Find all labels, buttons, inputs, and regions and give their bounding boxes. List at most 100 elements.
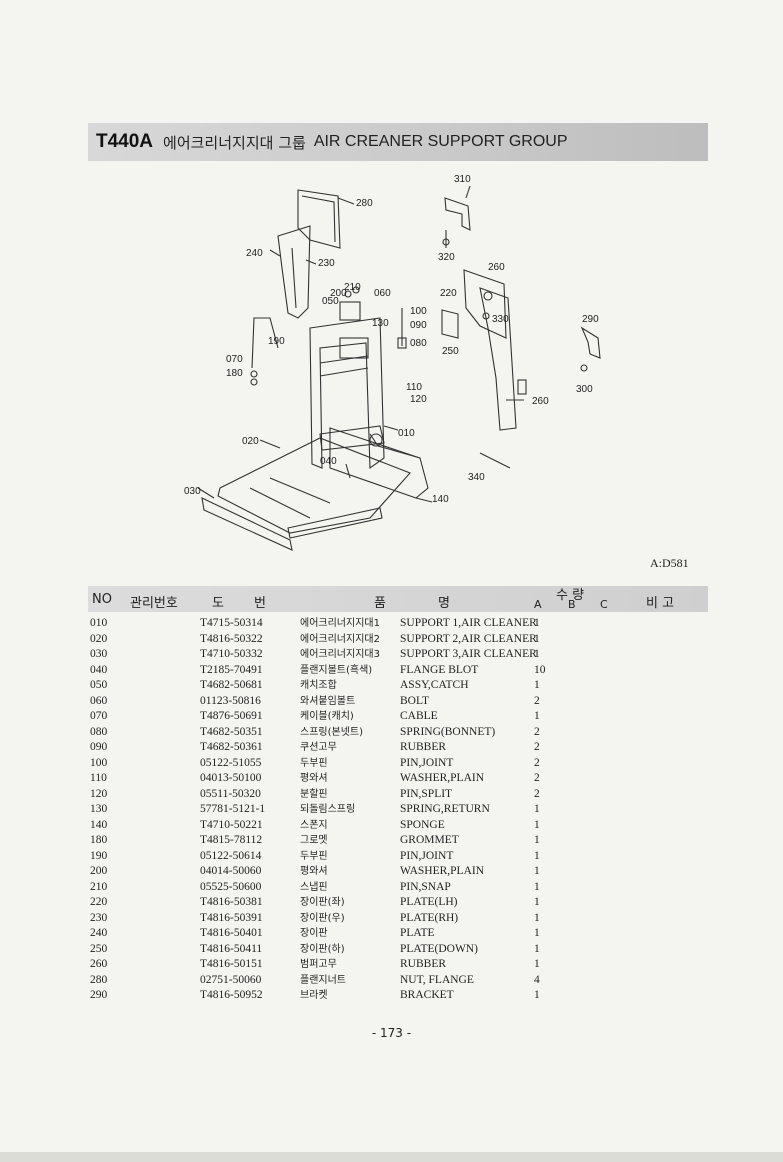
row-qty-a: 2: [534, 756, 540, 769]
row-part-number: T4816-50401: [200, 927, 263, 939]
callout-220: 220: [440, 288, 457, 299]
row-name-korean: 에어크리너지지대2: [300, 633, 380, 645]
row-no: 260: [90, 958, 108, 970]
row-no: 190: [90, 849, 108, 862]
row-part-number: T4816-50411: [200, 942, 263, 955]
row-part-number: T4682-50361: [200, 741, 263, 753]
row-qty-a: 1: [534, 803, 540, 815]
row-part-number: 04014-50060: [200, 865, 262, 877]
row-name-korean: 에어크리너지지대1: [300, 618, 380, 629]
row-part-number: 05122-51055: [200, 756, 262, 769]
row-name-english: FLANGE BLOT: [400, 663, 479, 676]
row-name-korean: 그로멧: [300, 835, 328, 846]
row-name-korean: 케이블(캐치): [300, 711, 354, 722]
row-no: 280: [90, 973, 108, 986]
row-qty-a: 1: [534, 849, 540, 862]
row-name-korean: 평와셔: [300, 866, 328, 877]
col-control-number: 관리번호: [130, 596, 178, 611]
row-qty-a: 2: [534, 741, 540, 753]
row-qty-a: 10: [534, 663, 546, 676]
row-qty-a: 1: [534, 865, 540, 877]
group-code: T440A: [96, 131, 154, 152]
row-name-english: RUBBER: [400, 741, 447, 753]
row-name-english: PLATE(DOWN): [400, 942, 478, 955]
row-part-number: 01123-50816: [200, 694, 261, 707]
col-name-2: 명: [438, 596, 450, 611]
row-qty-a: 1: [534, 632, 540, 645]
row-qty-a: 2: [534, 694, 540, 707]
row-name-korean: 에어크리너지지대3: [300, 649, 380, 660]
row-qty-a: 1: [534, 958, 540, 970]
row-no: 040: [90, 663, 108, 676]
row-qty-a: 1: [534, 818, 540, 831]
row-part-number: T4876-50691: [200, 710, 263, 722]
callout-320: 320: [438, 252, 455, 263]
col-name-1: 품: [374, 596, 386, 611]
row-qty-a: 2: [534, 725, 540, 738]
row-name-english: SPRING,RETURN: [400, 803, 490, 815]
row-name-korean: 두부핀: [300, 757, 328, 769]
row-no: 020: [90, 632, 108, 645]
row-name-english: PIN,SNAP: [400, 880, 451, 893]
row-name-english: NUT, FLANGE: [400, 973, 474, 986]
row-part-number: T4816-50151: [200, 958, 263, 970]
row-name-english: CABLE: [400, 710, 438, 722]
row-name-english: PLATE(RH): [400, 911, 459, 924]
row-qty-a: 2: [534, 787, 540, 800]
callout-210: 210: [344, 282, 361, 293]
callout-300: 300: [576, 384, 593, 395]
row-name-korean: 장이판: [300, 928, 328, 939]
row-part-number: T4682-50351: [200, 725, 263, 738]
callout-090: 090: [410, 320, 427, 331]
row-part-number: 05122-50614: [200, 849, 262, 862]
row-no: 220: [90, 896, 108, 908]
row-qty-a: 1: [534, 911, 540, 924]
row-name-korean: 스폰지: [300, 819, 328, 831]
row-qty-a: 1: [534, 617, 540, 629]
row-name-english: BRACKET: [400, 989, 454, 1001]
row-no: 080: [90, 725, 108, 738]
col-part-number-2: 번: [254, 596, 266, 611]
callout-200: 200: [330, 288, 347, 299]
row-no: 120: [90, 787, 108, 800]
row-qty-a: 1: [534, 648, 540, 660]
row-name-english: SUPPORT 1,AIR CLEANER: [400, 617, 537, 629]
row-name-english: PIN,JOINT: [400, 849, 454, 862]
row-name-korean: 캐치조합: [300, 680, 337, 691]
callout-080: 080: [410, 338, 427, 349]
col-remark: 비 고: [646, 596, 675, 611]
row-qty-a: 1: [534, 880, 540, 893]
row-part-number: T4710-50221: [200, 818, 263, 831]
row-name-korean: 와셔붙임볼트: [300, 695, 356, 707]
row-no: 060: [90, 694, 108, 707]
row-name-korean: 플랜지볼트(흑색): [300, 664, 373, 676]
row-name-korean: 두부핀: [300, 850, 328, 862]
row-qty-a: 1: [534, 989, 540, 1001]
row-name-english: PIN,SPLIT: [400, 787, 453, 800]
callout-260: 260: [532, 396, 549, 407]
row-qty-a: 1: [534, 927, 540, 939]
callout-240: 240: [246, 248, 263, 259]
parts-table-header: NO 관리번호 도 번 품 명 수 량 A B C 비 고: [88, 586, 708, 612]
group-title-bar: T440A 에어크리너지지대 그룹 AIR CREANER SUPPORT GR…: [88, 123, 708, 161]
row-qty-a: 1: [534, 896, 540, 908]
group-title-korean: 에어크리너지지대 그룹: [163, 133, 306, 152]
callout-230: 230: [318, 258, 335, 269]
row-name-english: PLATE: [400, 927, 435, 939]
row-part-number: T4816-50381: [200, 896, 263, 908]
row-no: 130: [90, 803, 108, 815]
row-name-english: SUPPORT 3,AIR CLEANER: [400, 648, 537, 660]
callout-280: 280: [356, 198, 373, 209]
callout-070: 070: [226, 354, 243, 365]
row-qty-a: 4: [534, 973, 540, 986]
row-name-english: WASHER,PLAIN: [400, 865, 485, 877]
